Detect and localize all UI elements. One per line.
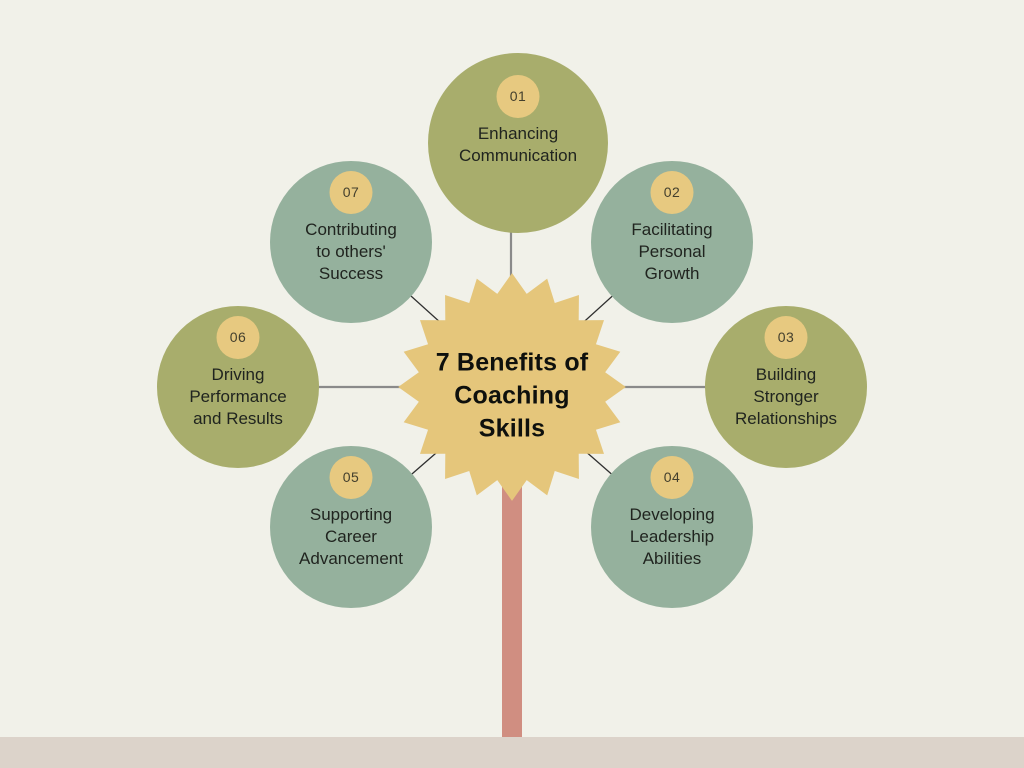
benefit-number-badge: 01 (496, 75, 540, 118)
diagram-title: 7 Benefits of Coaching Skills (435, 348, 589, 443)
ground-strip (0, 737, 1024, 768)
benefit-label: Driving Performance and Results (189, 365, 287, 428)
benefit-bubble-07: 07 Contributing to others' Success (270, 161, 432, 323)
benefit-label: Developing Leadership Abilities (629, 505, 715, 568)
tree-stem (502, 440, 522, 737)
benefit-number-badge: 05 (329, 456, 373, 499)
benefit-number-badge: 03 (764, 316, 808, 359)
benefit-label: Supporting Career Advancement (299, 505, 403, 568)
benefit-bubble-02: 02 Facilitating Personal Growth (591, 161, 753, 323)
benefit-bubble-01: 01 Enhancing Communication (428, 53, 608, 233)
benefit-bubble-04: 04 Developing Leadership Abilities (591, 446, 753, 608)
benefit-label: Facilitating Personal Growth (631, 220, 713, 283)
benefit-bubble-06: 06 Driving Performance and Results (157, 306, 319, 468)
benefit-number-badge: 04 (650, 456, 694, 499)
benefit-label: Contributing to others' Success (305, 220, 397, 283)
benefit-bubble-03: 03 Building Stronger Relationships (705, 306, 867, 468)
benefit-number-badge: 06 (216, 316, 260, 359)
benefit-label: Building Stronger Relationships (734, 365, 838, 428)
benefit-number-badge: 07 (329, 171, 373, 214)
benefit-label: Enhancing Communication (458, 124, 578, 165)
benefit-number-badge: 02 (650, 171, 694, 214)
benefit-bubble-05: 05 Supporting Career Advancement (270, 446, 432, 608)
